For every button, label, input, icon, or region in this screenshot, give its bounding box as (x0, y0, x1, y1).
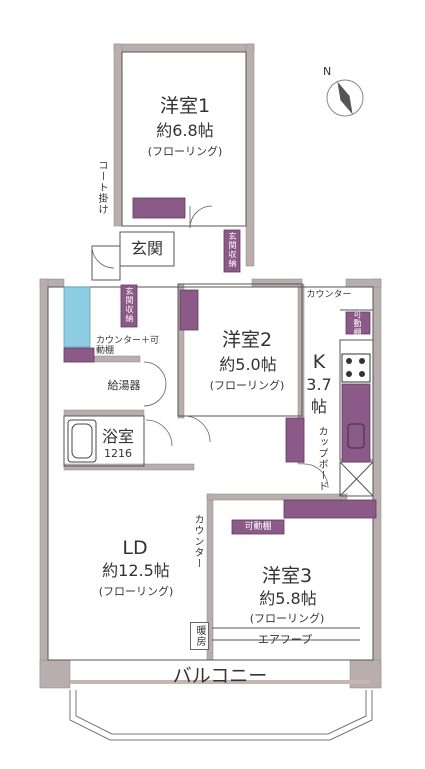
air-flow-label: エアフープ (257, 633, 313, 646)
room1-name: 洋室1 (159, 95, 211, 117)
sink-icon (347, 423, 365, 449)
room3-name: 洋室3 (261, 565, 313, 587)
room2-name: 洋室2 (221, 329, 273, 351)
walls (39, 43, 382, 689)
counter-shelf-label: カウンター＋可動棚 (96, 336, 160, 357)
kitchen-unit: 帖 (310, 397, 327, 416)
storage-units (63, 197, 377, 535)
compass-icon (326, 79, 364, 117)
kitchen-name: K (312, 351, 326, 373)
compass-north-label: N (323, 65, 332, 78)
cupboard-label: カップボード (316, 426, 327, 492)
washroom-floor (63, 286, 91, 348)
counter-ld-label: カウンター (192, 514, 203, 569)
movable-shelf-label: 可動棚 (244, 522, 272, 532)
room3-floor: (フローリング) (249, 612, 325, 625)
movable-shelf-kitchen-label: 可動棚 (353, 310, 362, 337)
coat-hook-label: コート掛け (96, 160, 107, 215)
balcony-outline (69, 690, 373, 741)
door-swings (91, 205, 329, 489)
balcony-rail (70, 680, 370, 684)
heating-label: 暖房 (190, 622, 209, 650)
kitchen-area: 3.7 (306, 375, 332, 394)
entrance-name: 玄関 (130, 239, 163, 258)
stove-icon (341, 353, 371, 383)
room2-area: 約5.0帖 (219, 355, 277, 374)
counter-top-label: カウンター (306, 290, 352, 300)
bath-size: 1216 (104, 447, 132, 460)
ld-floor: (フローリング) (98, 585, 174, 598)
entry-storage-label-1: 玄関収納 (228, 232, 237, 268)
room3-area: 約5.8帖 (259, 589, 317, 608)
room1-area: 約6.8帖 (156, 121, 214, 140)
bathtub (67, 419, 97, 463)
room2-floor: (フローリング) (209, 379, 285, 392)
ld-name: LD (122, 537, 148, 559)
balcony-name: バルコニー (172, 665, 268, 687)
bath-name: 浴室 (101, 427, 134, 446)
entry-storage-label-2: 玄関収納 (125, 287, 134, 323)
ld-area: 約12.5帖 (102, 561, 170, 580)
room1-floor: (フローリング) (147, 145, 223, 158)
water-heater-label: 給湯器 (107, 379, 141, 392)
